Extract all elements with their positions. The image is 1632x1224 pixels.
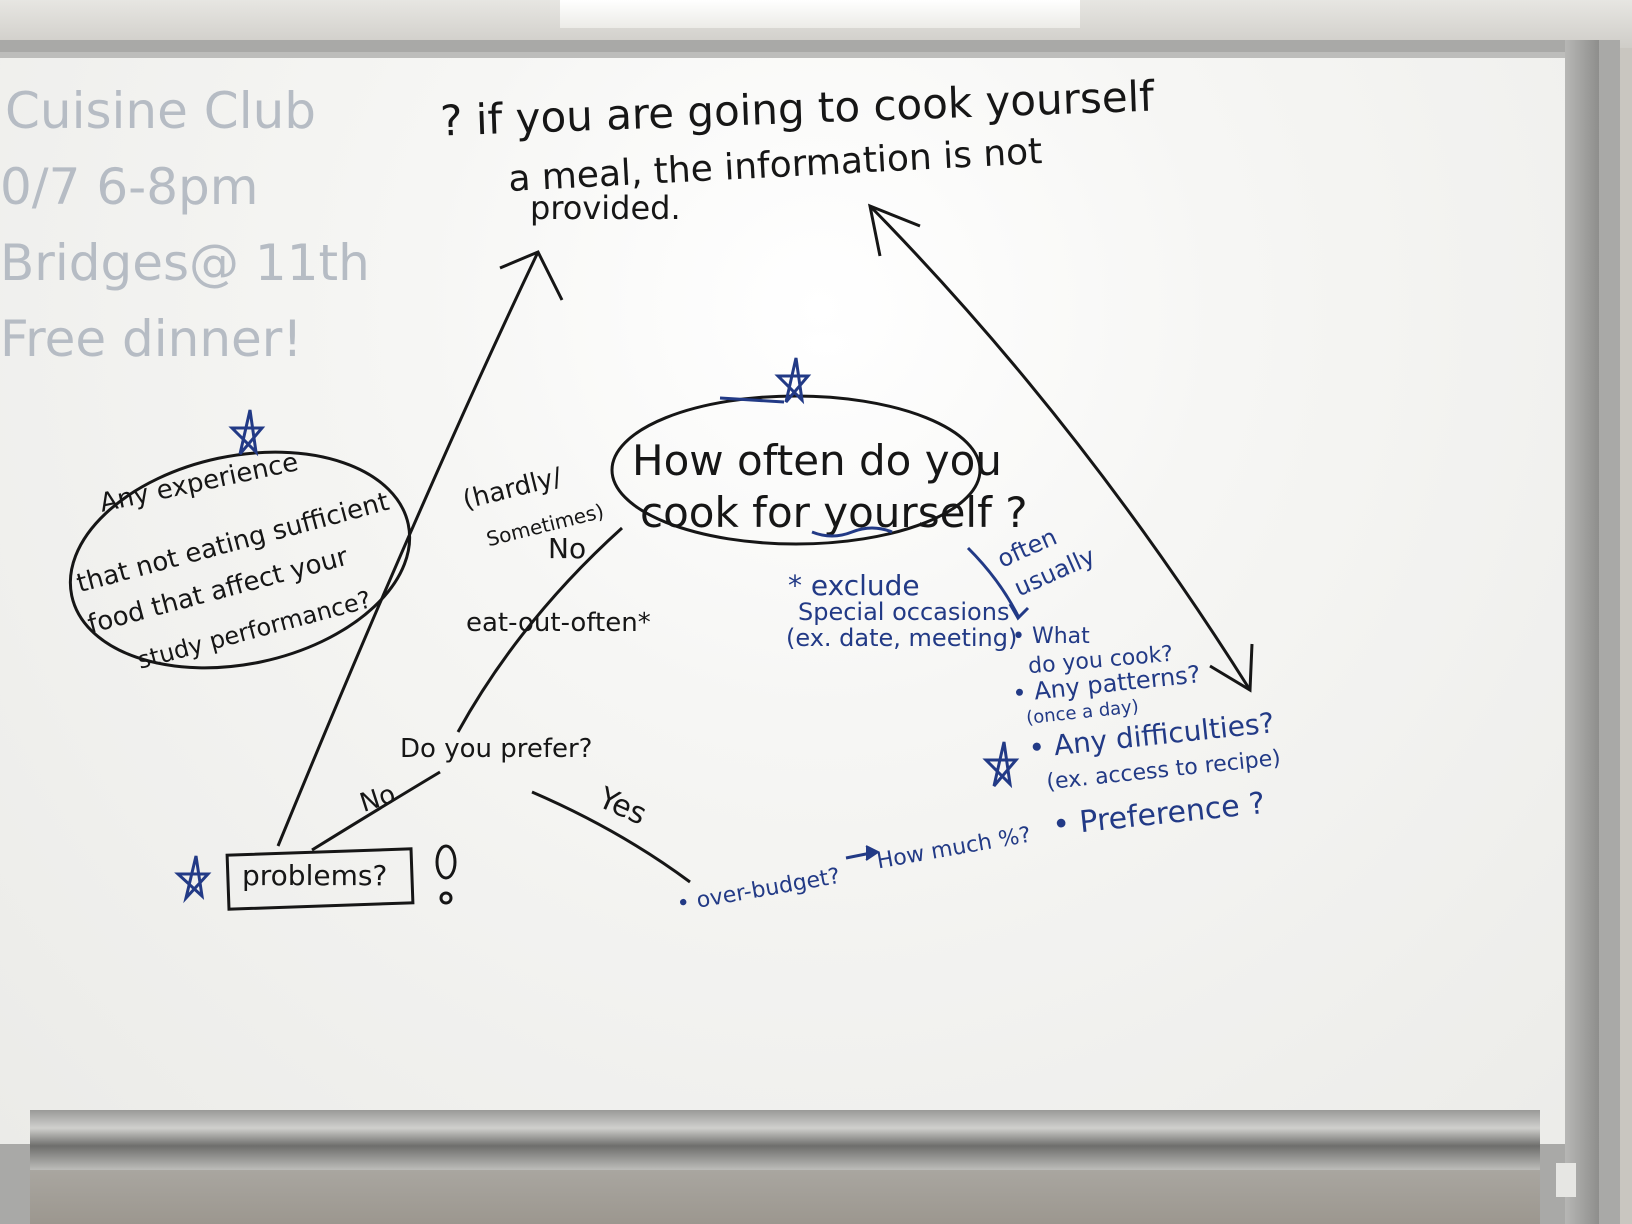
- special-occasions-label: Special occasions: [798, 598, 1010, 626]
- ceiling-light: [560, 0, 1080, 28]
- faded-note-4: Free dinner!: [0, 310, 303, 368]
- eat-out-label: eat-out-often*: [466, 608, 651, 638]
- marker-tray: [30, 1110, 1540, 1170]
- examples-label: (ex. date, meeting): [786, 624, 1018, 652]
- light-glare: [770, 313, 880, 373]
- top-question-line-3: provided.: [530, 189, 681, 227]
- prefer-label: Do you prefer?: [400, 734, 593, 764]
- post-cap: [1556, 1163, 1576, 1197]
- center-question-line-1: How often do you: [632, 436, 1002, 485]
- faded-note-2: 0/7 6-8pm: [0, 158, 259, 216]
- lower-panel: [30, 1170, 1540, 1224]
- no-label: No: [548, 532, 587, 565]
- problems-label: problems?: [242, 859, 388, 892]
- bullet-what: • What: [1012, 624, 1090, 649]
- faded-note-3: Bridges@ 11th: [0, 234, 370, 292]
- faded-note-1: Cuisine Club: [5, 82, 317, 140]
- frame-post: [1565, 40, 1599, 1224]
- center-question-line-2: cook for yourself ?: [640, 488, 1028, 537]
- exclude-label: * exclude: [788, 569, 920, 602]
